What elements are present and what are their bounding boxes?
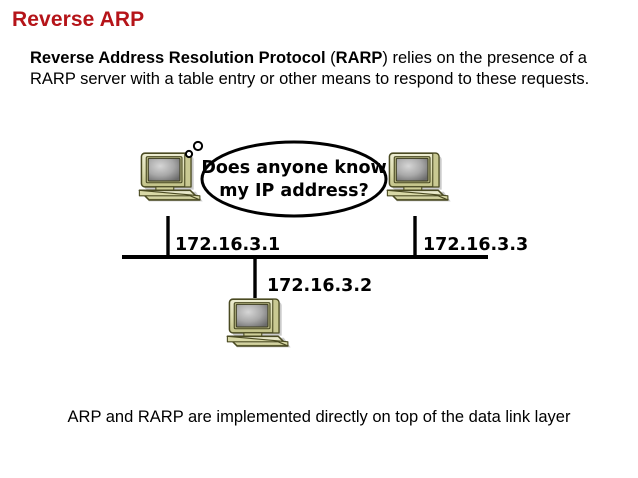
speech-bubble-line-1: Does anyone know — [201, 158, 386, 178]
host-bottom — [226, 298, 292, 349]
body-plain-remainder: ) relies on the presence of a RARP serve… — [30, 49, 590, 88]
computer-icon — [226, 298, 292, 349]
ip-label-host-right: 172.16.3.3 — [423, 235, 528, 255]
speech-bubble-ellipse — [200, 140, 388, 218]
ip-label-host-bottom: 172.16.3.2 — [267, 276, 372, 296]
network-diagram-svg: Does anyone know my IP address? 172.16.3… — [122, 140, 528, 349]
body-bold-acronym: RARP — [335, 49, 383, 67]
page-title: Reverse ARP — [12, 8, 145, 31]
speech-bubble-dot-large — [192, 140, 204, 152]
body-plain-open-paren: ( — [325, 49, 336, 67]
speech-bubble-dot-small — [184, 149, 194, 159]
host-right — [386, 152, 452, 203]
body-bold-protocol-name: Reverse Address Resolution Protocol — [30, 49, 326, 67]
bottom-caption: ARP and RARP are implemented directly on… — [67, 408, 571, 426]
computer-icon — [138, 152, 204, 203]
computer-icon — [386, 152, 452, 203]
speech-bubble-line-2: my IP address? — [219, 181, 369, 201]
ip-label-host-left: 172.16.3.1 — [175, 235, 280, 255]
speech-bubble: Does anyone know my IP address? — [184, 140, 388, 218]
body-paragraph: Reverse Address Resolution Protocol (RAR… — [30, 48, 620, 90]
network-diagram: Does anyone know my IP address? 172.16.3… — [0, 118, 638, 368]
host-left — [138, 152, 204, 203]
